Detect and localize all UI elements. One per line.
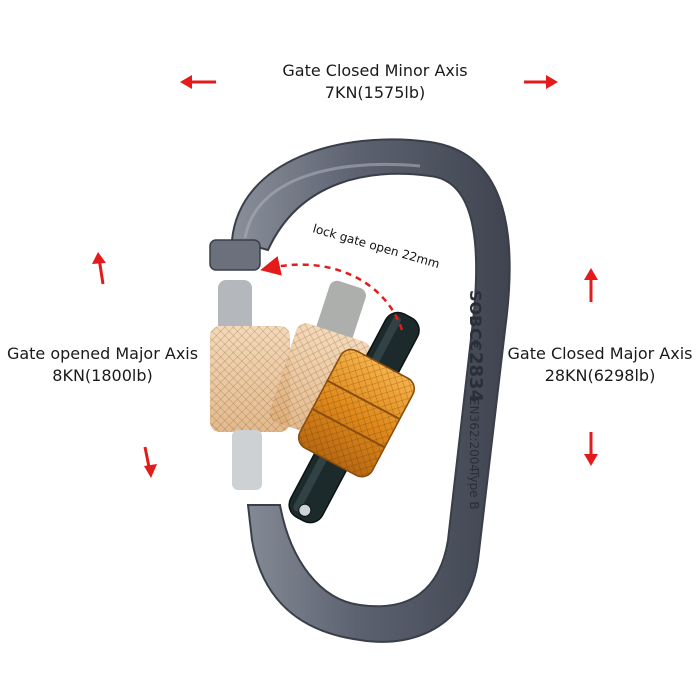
gate-closed-minor-axis-title: Gate Closed Minor Axis (282, 61, 468, 80)
gate-opened-major-axis-label: Gate opened Major Axis 8KN(1800lb) (0, 343, 205, 387)
arrow-up-icon (92, 252, 106, 285)
cert-number: 2834 (465, 352, 486, 402)
type-mark: Type B (467, 469, 481, 510)
arrow-up-icon (584, 268, 598, 302)
brand-mark: SOB (466, 290, 485, 327)
gate-opened-major-axis-value: 8KN(1800lb) (52, 366, 153, 385)
arrow-right-icon (524, 75, 558, 89)
gate-travel-label: lock gate open 22mm (311, 221, 441, 271)
arrow-down-icon (584, 432, 598, 466)
arrow-left-icon (180, 75, 216, 89)
standard-mark: EN362:2004 (467, 398, 481, 472)
ce-mark: C€ (466, 328, 485, 351)
gate-closed-major-axis-value: 28KN(6298lb) (544, 366, 656, 385)
carabiner-frame (209, 138, 511, 643)
gate-closed-minor-axis-value: 7KN(1575lb) (324, 83, 426, 102)
gate-opened-major-axis-title: Gate opened Major Axis (6, 344, 199, 363)
spine-markings: SOB C€ 2834 EN362:2004 Type B (465, 290, 486, 510)
arrow-down-icon (143, 446, 157, 478)
gate-closed-major-axis-title: Gate Closed Major Axis (507, 344, 693, 363)
locking-gate (288, 311, 420, 524)
ghost-gate-open (210, 280, 290, 490)
gate-closed-minor-axis-label: Gate Closed Minor Axis 7KN(1575lb) (250, 60, 500, 104)
gate-closed-major-axis-label: Gate Closed Major Axis 28KN(6298lb) (500, 343, 700, 387)
